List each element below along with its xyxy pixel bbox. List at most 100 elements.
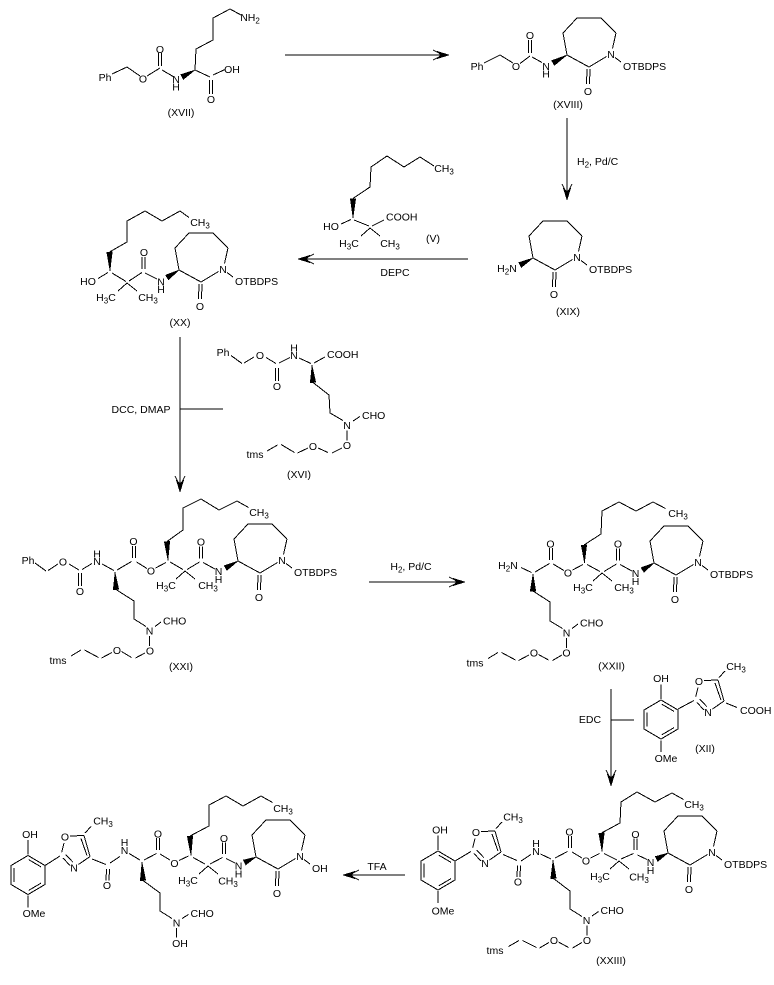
svg-text:(XXII): (XXII) [598,660,625,672]
svg-text:H: H [290,342,298,354]
svg-text:O: O [147,565,155,577]
svg-text:N: N [542,61,550,73]
svg-text:N: N [93,556,101,568]
svg-text:O: O [512,61,520,73]
svg-text:(XVII): (XVII) [168,107,195,119]
svg-text:OTBDPS: OTBDPS [294,567,337,579]
svg-text:O: O [255,592,263,604]
svg-text:O: O [59,556,67,568]
svg-text:H2, Pd/C: H2, Pd/C [577,156,619,170]
svg-text:O: O [140,247,148,259]
svg-text:CHO: CHO [163,615,186,627]
svg-text:N: N [632,568,640,580]
svg-text:CH3: CH3 [668,508,688,522]
svg-text:O: O [129,536,137,548]
svg-text:tms: tms [50,655,67,667]
svg-text:O: O [472,827,480,839]
svg-text:N: N [532,846,540,858]
svg-text:OMe: OMe [23,908,46,920]
svg-text:O: O [309,441,317,453]
svg-text:O: O [546,538,554,550]
svg-text:O: O [220,833,228,845]
svg-text:CH3: CH3 [684,799,704,813]
svg-text:H3C: H3C [156,580,176,594]
svg-text:CHO: CHO [362,410,385,422]
svg-text:tms: tms [487,945,504,957]
svg-text:Ph: Ph [217,347,230,359]
svg-text:O: O [170,858,178,870]
svg-text:O: O [526,30,534,42]
svg-text:N: N [121,845,129,857]
svg-text:H: H [172,81,180,93]
svg-text:N: N [172,74,180,86]
svg-text:O: O [76,586,84,598]
svg-text:OH: OH [22,829,38,841]
svg-text:O: O [530,647,538,659]
svg-text:N: N [583,915,591,927]
svg-text:Ph: Ph [22,555,35,567]
svg-text:H3C: H3C [573,582,593,596]
svg-text:(XII): (XII) [695,743,715,755]
svg-text:O: O [156,44,164,56]
svg-text:H: H [235,868,243,880]
svg-text:O: O [671,594,679,606]
svg-text:OMe: OMe [655,753,678,765]
svg-text:N: N [694,557,702,569]
svg-text:O: O [631,829,639,841]
svg-text:Ph: Ph [471,61,484,73]
svg-text:O: O [564,567,572,579]
svg-text:N: N [708,847,716,859]
svg-text:OTBDPS: OTBDPS [724,859,767,871]
svg-text:CH3: CH3 [629,871,649,885]
svg-text:N: N [573,252,581,264]
svg-text:(XXIII): (XXIII) [596,955,626,967]
svg-text:H: H [215,574,223,586]
svg-text:O: O [562,647,570,659]
svg-text:N: N [70,862,78,874]
svg-text:(XIX): (XIX) [556,306,580,318]
svg-text:OH: OH [172,938,188,950]
svg-text:N: N [219,264,227,276]
svg-text:H: H [121,837,129,849]
svg-text:N: N [481,858,489,870]
svg-text:N: N [647,857,655,869]
svg-text:O: O [565,826,573,838]
svg-text:CH3: CH3 [249,507,269,521]
svg-text:COOH: COOH [740,705,772,717]
svg-text:(V): (V) [426,233,440,245]
svg-text:CH3: CH3 [218,875,238,889]
svg-text:OH: OH [653,673,669,685]
svg-text:Ph: Ph [99,72,112,84]
svg-text:O: O [584,86,592,98]
svg-text:CH3: CH3 [138,292,158,306]
svg-text:tms: tms [247,449,264,461]
svg-text:O: O [113,645,121,657]
svg-text:CH3: CH3 [273,803,293,817]
svg-text:H: H [632,576,640,588]
svg-text:N: N [343,420,351,432]
svg-text:O: O [61,831,69,843]
svg-text:O: O [614,538,622,550]
svg-text:CH3: CH3 [614,582,634,596]
svg-text:O: O [207,94,215,106]
svg-text:N: N [563,627,571,639]
svg-text:CHO: CHO [601,905,624,917]
svg-text:O: O [550,289,558,301]
svg-text:CH3: CH3 [93,815,113,829]
svg-text:OH: OH [432,824,448,836]
svg-text:O: O [582,855,590,867]
svg-text:O: O [550,935,558,947]
svg-text:H2N: H2N [497,263,517,277]
svg-text:O: O [256,350,264,362]
svg-text:CH3: CH3 [380,238,400,252]
svg-text:N: N [607,49,615,61]
svg-text:O: O [273,381,281,393]
svg-text:HO: HO [323,221,339,233]
svg-text:NH2: NH2 [240,12,260,26]
svg-text:H: H [93,548,101,560]
svg-text:N: N [146,625,154,637]
svg-text:CH3: CH3 [190,217,210,231]
svg-text:CH3: CH3 [198,580,218,594]
svg-text:O: O [514,876,522,888]
svg-text:O: O [583,935,591,947]
